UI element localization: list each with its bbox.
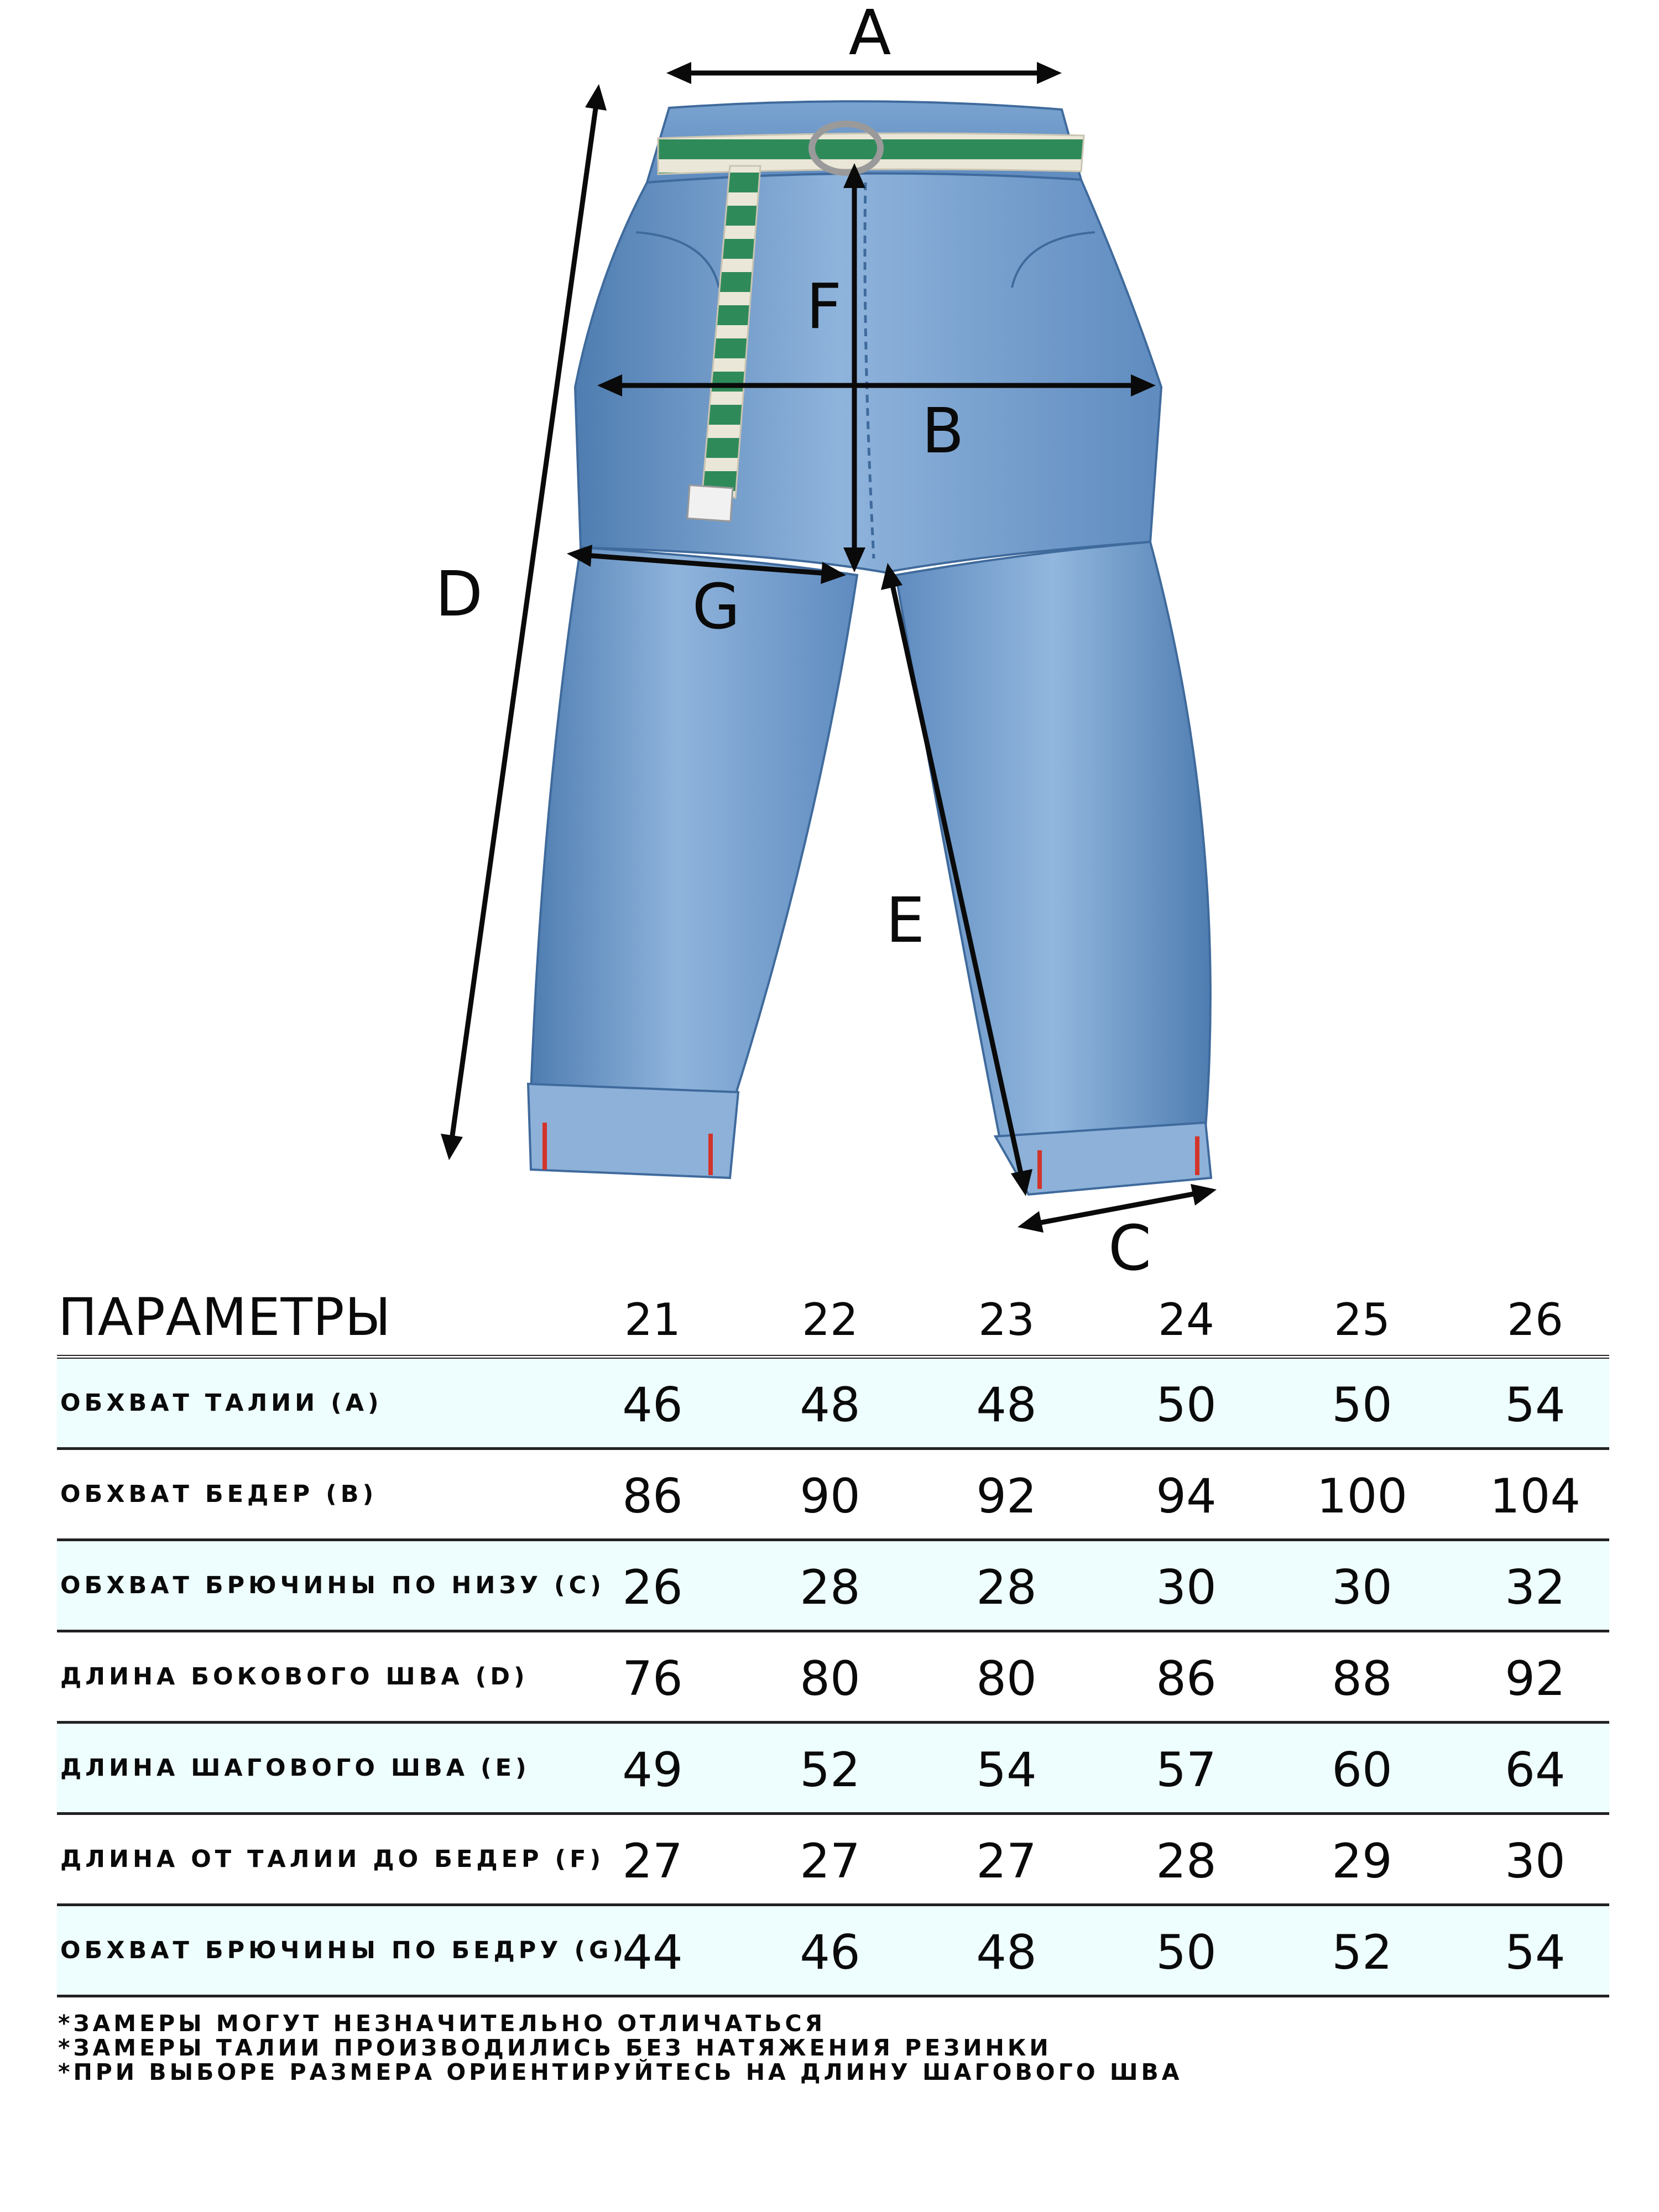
table-cell: 50 bbox=[1156, 1378, 1217, 1433]
table-title: ПАРАМЕТРЫ bbox=[58, 1287, 392, 1348]
table-cell: 48 bbox=[800, 1378, 860, 1433]
table-cell: 57 bbox=[1156, 1743, 1217, 1798]
row-label: ДЛИНА БОКОВОГО ШВА (D) bbox=[60, 1663, 529, 1691]
jeans-illustration bbox=[441, 62, 1217, 1233]
label-a: A bbox=[848, 0, 891, 69]
table-cell: 29 bbox=[1332, 1834, 1392, 1889]
table-cell: 27 bbox=[976, 1834, 1037, 1889]
table-cell: 92 bbox=[976, 1469, 1037, 1524]
table-cell: 54 bbox=[976, 1743, 1037, 1798]
table-cell: 52 bbox=[1332, 1925, 1392, 1980]
size-table: ПАРАМЕТРЫ 21 22 23 24 25 26 ОБХВАТ ТАЛИИ… bbox=[57, 1272, 1609, 1997]
table-row: ОБХВАТ ТАЛИИ (A) 46 48 48 50 50 54 bbox=[57, 1359, 1609, 1450]
row-label: ОБХВАТ БЕДЕР (B) bbox=[60, 1480, 378, 1508]
table-cell: 30 bbox=[1156, 1560, 1217, 1615]
table-cell: 32 bbox=[1505, 1560, 1566, 1615]
row-label: ОБХВАТ ТАЛИИ (A) bbox=[60, 1389, 383, 1417]
table-cell: 92 bbox=[1505, 1651, 1566, 1707]
table-cell: 86 bbox=[622, 1469, 683, 1524]
label-c: C bbox=[1108, 1213, 1152, 1285]
table-row: ДЛИНА ОТ ТАЛИИ ДО БЕДЕР (F) 27 27 27 28 29 30 bbox=[57, 1815, 1609, 1906]
row-label: ОБХВАТ БРЮЧИНЫ ПО БЕДРУ (G) bbox=[60, 1937, 628, 1964]
label-f: F bbox=[806, 271, 842, 343]
table-row: ОБХВАТ БЕДЕР (B) 86 90 92 94 100 104 bbox=[57, 1450, 1609, 1541]
table-cell: 54 bbox=[1505, 1378, 1566, 1433]
table-cell: 48 bbox=[976, 1925, 1037, 1980]
footnote: *ЗАМЕРЫ ТАЛИИ ПРОИЗВОДИЛИСЬ БЕЗ НАТЯЖЕНИ… bbox=[58, 2034, 1052, 2061]
size-header: 21 bbox=[624, 1294, 681, 1345]
table-cell: 27 bbox=[800, 1834, 860, 1889]
row-label: ОБХВАТ БРЮЧИНЫ ПО НИЗУ (C) bbox=[60, 1572, 605, 1599]
table-cell: 28 bbox=[1156, 1834, 1217, 1889]
table-cell: 28 bbox=[800, 1560, 860, 1615]
size-header: 22 bbox=[802, 1294, 858, 1345]
jeans-right-leg bbox=[894, 540, 1212, 1146]
table-header: ПАРАМЕТРЫ 21 22 23 24 25 26 bbox=[57, 1272, 1609, 1359]
label-b: B bbox=[921, 395, 964, 467]
table-cell: 48 bbox=[976, 1378, 1037, 1433]
table-cell: 50 bbox=[1156, 1925, 1217, 1980]
table-cell: 90 bbox=[800, 1469, 860, 1524]
table-cell: 50 bbox=[1332, 1378, 1392, 1433]
size-header: 23 bbox=[978, 1294, 1035, 1345]
table-cell: 100 bbox=[1316, 1469, 1408, 1524]
table-cell: 30 bbox=[1332, 1560, 1392, 1615]
table-cell: 88 bbox=[1332, 1651, 1392, 1707]
table-cell: 64 bbox=[1505, 1743, 1566, 1798]
table-cell: 86 bbox=[1156, 1651, 1217, 1707]
table-cell: 94 bbox=[1156, 1469, 1217, 1524]
table-cell: 27 bbox=[622, 1834, 683, 1889]
table-cell: 52 bbox=[800, 1743, 860, 1798]
footnotes: *ЗАМЕРЫ МОГУТ НЕЗНАЧИТЕЛЬНО ОТЛИЧАТЬСЯ *… bbox=[58, 2010, 1183, 2085]
size-header: 24 bbox=[1158, 1294, 1214, 1345]
label-e: E bbox=[885, 885, 925, 957]
footnote: *ЗАМЕРЫ МОГУТ НЕЗНАЧИТЕЛЬНО ОТЛИЧАТЬСЯ bbox=[58, 2010, 826, 2037]
table-row: ДЛИНА ШАГОВОГО ШВА (E) 49 52 54 57 60 64 bbox=[57, 1724, 1609, 1815]
table-cell: 80 bbox=[976, 1651, 1037, 1707]
measurement-diagram: A F B D G E C bbox=[435, 0, 1217, 1285]
size-header: 25 bbox=[1334, 1294, 1390, 1345]
size-header: 26 bbox=[1507, 1294, 1563, 1345]
table-row: ОБХВАТ БРЮЧИНЫ ПО НИЗУ (C) 26 28 28 30 30 32 bbox=[57, 1541, 1609, 1632]
table-cell: 46 bbox=[622, 1378, 683, 1433]
table-cell: 30 bbox=[1505, 1834, 1566, 1889]
jeans-upper bbox=[573, 172, 1163, 574]
jeans-left-leg bbox=[529, 546, 859, 1097]
table-cell: 80 bbox=[800, 1651, 860, 1707]
belt bbox=[657, 132, 1085, 175]
table-cell: 104 bbox=[1489, 1469, 1581, 1524]
table-cell: 60 bbox=[1332, 1743, 1392, 1798]
measurement-arrows bbox=[441, 62, 1217, 1233]
table-row: ОБХВАТ БРЮЧИНЫ ПО БЕДРУ (G)44 46 48 50 52 54 bbox=[57, 1906, 1609, 1997]
table-cell: 28 bbox=[976, 1560, 1037, 1615]
table-cell: 46 bbox=[800, 1925, 860, 1980]
row-label: ДЛИНА ШАГОВОГО ШВА (E) bbox=[60, 1754, 530, 1782]
belt-buckle bbox=[808, 121, 884, 176]
table-cell: 49 bbox=[622, 1743, 683, 1798]
table-cell: 44 bbox=[622, 1925, 683, 1980]
table-cell: 76 bbox=[622, 1651, 683, 1707]
table-row: ДЛИНА БОКОВОГО ШВА (D) 76 80 80 86 88 92 bbox=[57, 1632, 1609, 1724]
table-cell: 26 bbox=[622, 1560, 683, 1615]
label-d: D bbox=[435, 559, 483, 630]
left-cuff bbox=[526, 1082, 740, 1180]
row-label: ДЛИНА ОТ ТАЛИИ ДО БЕДЕР (F) bbox=[60, 1845, 605, 1873]
label-g: G bbox=[692, 571, 740, 643]
footnote: *ПРИ ВЫБОРЕ РАЗМЕРА ОРИЕНТИРУЙТЕСЬ НА ДЛ… bbox=[58, 2058, 1183, 2085]
table-cell: 54 bbox=[1505, 1925, 1566, 1980]
